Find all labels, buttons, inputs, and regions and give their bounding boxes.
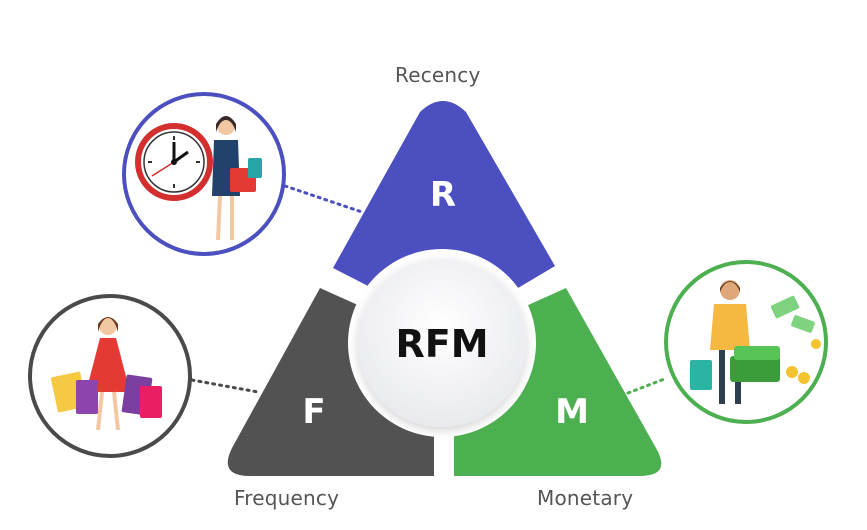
woman-shopper-icon [212,116,262,241]
monetary-letter: M [555,392,589,432]
money-shopper-icon [690,280,821,404]
center-label: RFM [395,322,488,366]
recency-illustration [122,92,286,256]
recency-connector [283,184,364,214]
recency-letter: R [430,175,456,215]
recency-segment [333,101,555,288]
frequency-letter: F [302,392,325,432]
monetary-label: Monetary [537,486,634,510]
frequency-label: Frequency [234,486,340,510]
monetary-segment [454,288,662,476]
shopping-bags-woman-icon [50,317,162,431]
monetary-connector [626,376,669,395]
frequency-connector [190,378,260,394]
monetary-illustration [664,260,828,424]
frequency-illustration [28,294,192,458]
center-circle [358,259,526,427]
frequency-segment [227,288,434,476]
recency-label: Recency [395,63,481,87]
clock-icon [135,123,213,201]
